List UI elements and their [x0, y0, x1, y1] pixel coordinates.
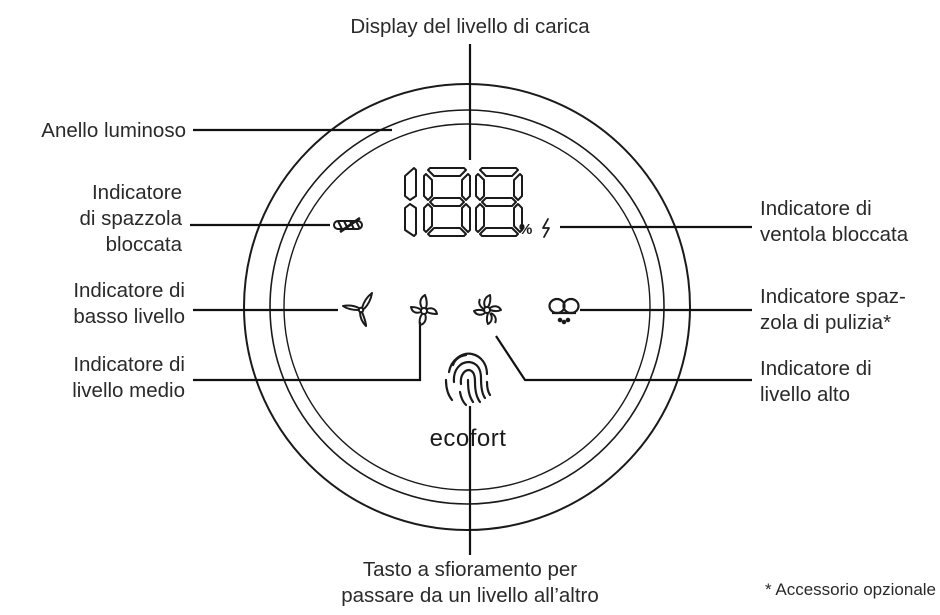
label-fan-blocked: Indicatore di ventola bloccata [760, 197, 909, 246]
leader-lines [190, 44, 752, 555]
label-brush-blocked: Indicatore di spazzola bloccata [79, 181, 182, 256]
fingerprint-icon [444, 352, 492, 407]
digit-3 [475, 167, 523, 237]
fan-medium-icon [410, 294, 438, 326]
digit-1-seg-b [404, 167, 417, 201]
label-cleaning-brush: Indicatore spaz- zola di pulizia* [760, 285, 906, 334]
percent-sign: % [519, 221, 532, 238]
digit-1-seg-c [404, 203, 417, 237]
footnote: * Accessorio opzionale [764, 580, 936, 599]
light-ring [269, 109, 665, 505]
digit-2 [423, 167, 471, 237]
outer-ring [243, 83, 691, 531]
cleaning-brush-icon [548, 297, 580, 325]
leader-medium-level [193, 322, 422, 382]
fan-low-icon [342, 292, 373, 327]
lightning-icon [542, 218, 550, 238]
leader-high-level [495, 335, 752, 382]
inner-ring [283, 123, 651, 491]
label-charge-display: Display del livello di carica [350, 15, 590, 38]
label-high-level: Indicatore di livello alto [760, 357, 872, 406]
label-medium-level: Indicatore di livello medio [72, 353, 185, 402]
brand-logo: ecofort [429, 425, 507, 452]
fan-high-icon [473, 294, 502, 325]
label-low-level: Indicatore di basso livello [73, 279, 185, 328]
charge-digits [404, 167, 523, 237]
label-touch-key: Tasto a sfioramento per passare da un li… [341, 558, 599, 607]
label-light-ring: Anello luminoso [41, 119, 186, 142]
blocked-brush-icon [333, 216, 363, 234]
